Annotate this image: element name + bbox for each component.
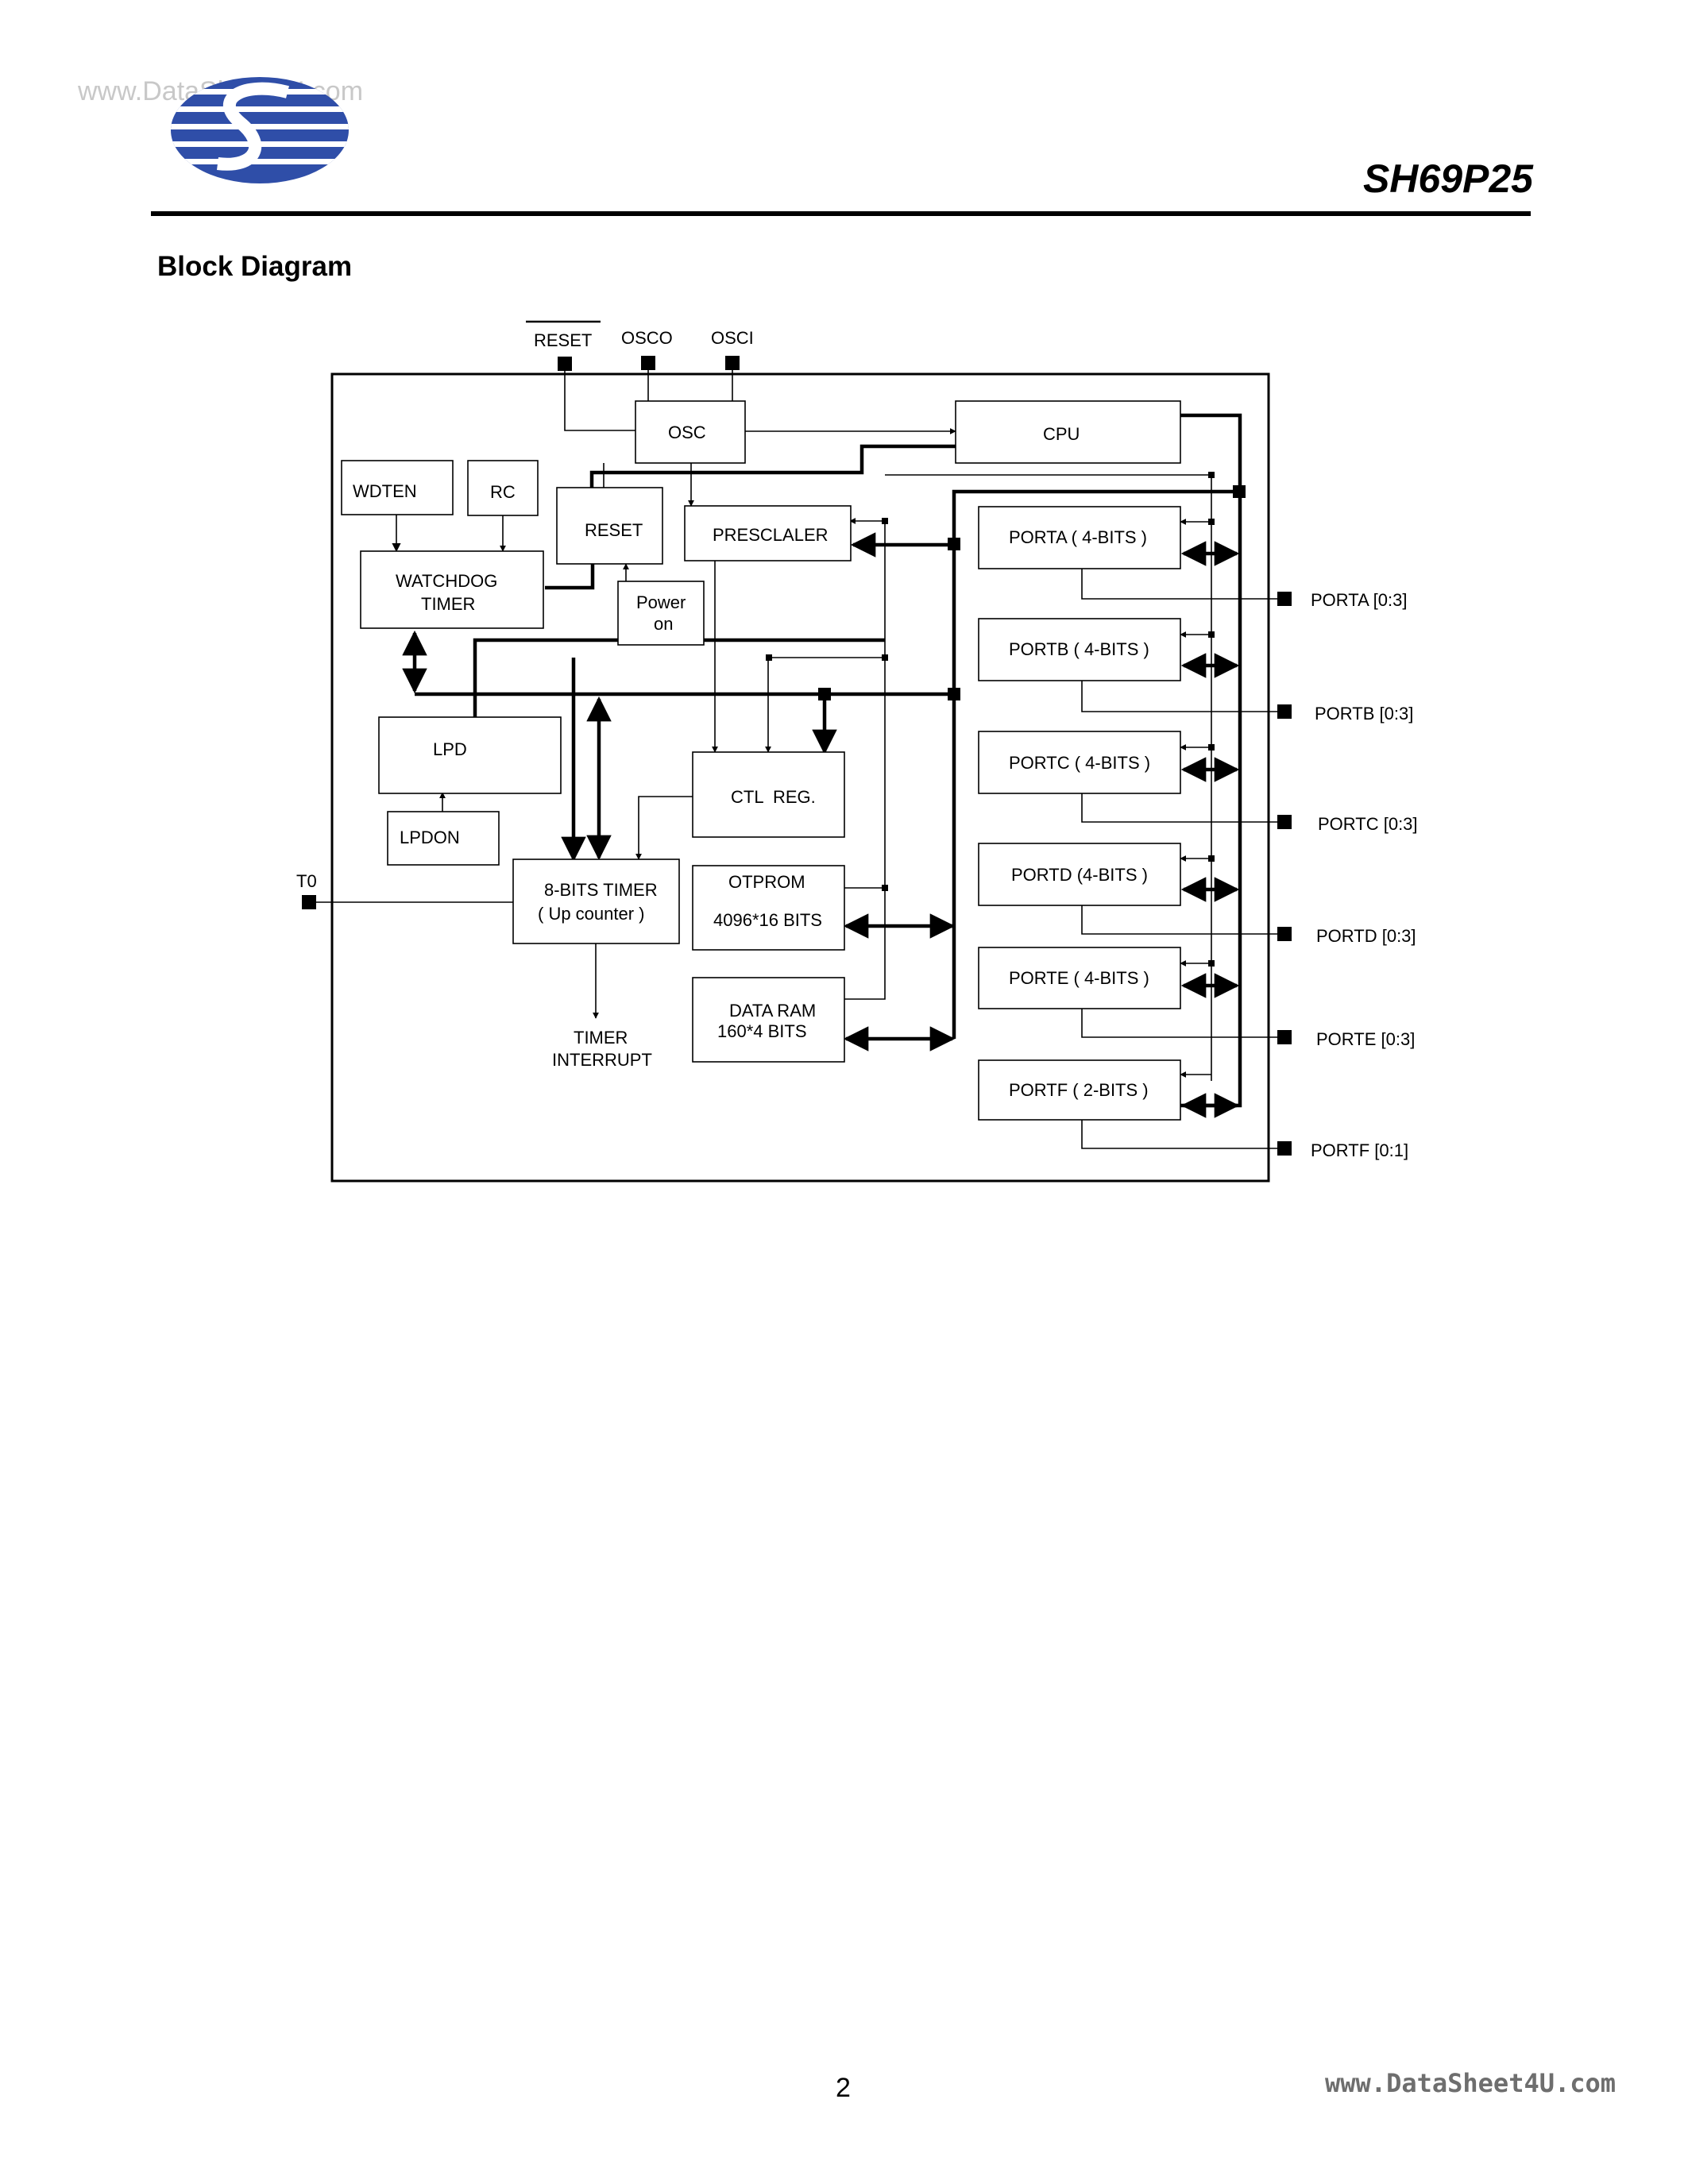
osci-pin	[725, 356, 740, 370]
timer-interrupt-label-1: TIMER	[574, 1028, 628, 1048]
ram-label-1: DATA RAM	[729, 1001, 816, 1021]
watchdog-label-2: TIMER	[421, 594, 475, 614]
porta-label: PORTA ( 4-BITS )	[1009, 527, 1147, 547]
prescaler-label: PRESCLALER	[713, 525, 829, 545]
pin-label-portd: PORTD [0:3]	[1316, 926, 1416, 946]
cpu-label: CPU	[1043, 424, 1080, 444]
company-logo	[171, 77, 349, 183]
timer-label-1: 8-BITS TIMER	[544, 880, 658, 900]
portb-pin	[1277, 704, 1292, 719]
ram-block	[692, 977, 845, 1063]
otprom-label-1: OTPROM	[728, 872, 805, 892]
pin-label-osci: OSCI	[711, 328, 754, 348]
wdten-block	[341, 460, 454, 515]
portf-pin	[1277, 1141, 1292, 1156]
portf-block	[978, 1059, 1181, 1121]
porte-block	[978, 947, 1181, 1009]
portd-label: PORTD (4-BITS )	[1011, 865, 1148, 885]
pin-label-portb: PORTB [0:3]	[1315, 704, 1413, 723]
rc-block	[467, 460, 539, 516]
osc-block	[635, 400, 746, 464]
footer-url: www.DataSheet4U.com	[1325, 2068, 1617, 2098]
lpd-block	[378, 716, 562, 794]
ram-label-2: 160*4 BITS	[717, 1021, 807, 1041]
portb-label: PORTB ( 4-BITS )	[1009, 639, 1149, 659]
pin-label-porte: PORTE [0:3]	[1316, 1029, 1415, 1049]
lpd-label: LPD	[433, 739, 467, 759]
cpu-block	[955, 400, 1181, 464]
reset-block-label: RESET	[585, 520, 643, 540]
rc-label: RC	[490, 482, 516, 502]
otprom-block	[692, 865, 845, 951]
ctl-reg-label: CTL REG.	[731, 787, 816, 807]
chip-boundary	[330, 372, 1270, 1183]
portc-label: PORTC ( 4-BITS )	[1009, 753, 1150, 773]
junction-nodes	[766, 472, 1246, 967]
portd-pin	[1277, 927, 1292, 941]
pin-label-reset: RESET	[534, 330, 592, 350]
reset-block	[556, 487, 663, 565]
pin-label-t0: T0	[296, 871, 317, 891]
porta-pin	[1277, 592, 1292, 606]
reset-pin	[558, 357, 572, 371]
watchdog-block	[360, 550, 544, 629]
page-number: 2	[836, 2073, 851, 2103]
thick-buses	[402, 413, 1242, 1118]
watchdog-label-1: WATCHDOG	[396, 571, 497, 591]
timer-label-2: ( Up counter )	[538, 904, 645, 924]
osco-pin	[641, 356, 655, 370]
power-on-label-1: Power	[636, 592, 686, 612]
portb-block	[978, 618, 1181, 681]
power-on-label-2: on	[654, 614, 673, 634]
pin-label-osco: OSCO	[621, 328, 673, 348]
pin-label-porta: PORTA [0:3]	[1311, 590, 1407, 610]
portc-pin	[1277, 815, 1292, 829]
porte-label: PORTE ( 4-BITS )	[1009, 968, 1149, 988]
power-on-block	[617, 581, 705, 646]
portf-label: PORTF ( 2-BITS )	[1009, 1080, 1149, 1100]
pin-label-portf: PORTF [0:1]	[1311, 1140, 1408, 1160]
portd-block	[978, 843, 1181, 906]
prescaler-block	[684, 505, 852, 561]
osc-label: OSC	[668, 423, 706, 442]
part-number: SH69P25	[1362, 156, 1533, 201]
porte-pin	[1277, 1030, 1292, 1044]
pin-markers	[302, 356, 1292, 1156]
otprom-label-2: 4096*16 BITS	[713, 910, 822, 930]
t0-pin	[302, 895, 316, 909]
section-title: Block Diagram	[157, 251, 353, 282]
lpdon-block	[387, 811, 500, 866]
timer-block	[512, 859, 680, 944]
header-rule	[151, 211, 1531, 216]
ctl-reg-block	[692, 751, 845, 838]
portc-block	[978, 731, 1181, 794]
lpdon-label: LPDON	[400, 828, 460, 847]
timer-interrupt-label-2: INTERRUPT	[552, 1050, 652, 1070]
porta-block	[978, 506, 1181, 569]
pin-label-portc: PORTC [0:3]	[1318, 814, 1418, 834]
wdten-label: WDTEN	[353, 481, 417, 501]
